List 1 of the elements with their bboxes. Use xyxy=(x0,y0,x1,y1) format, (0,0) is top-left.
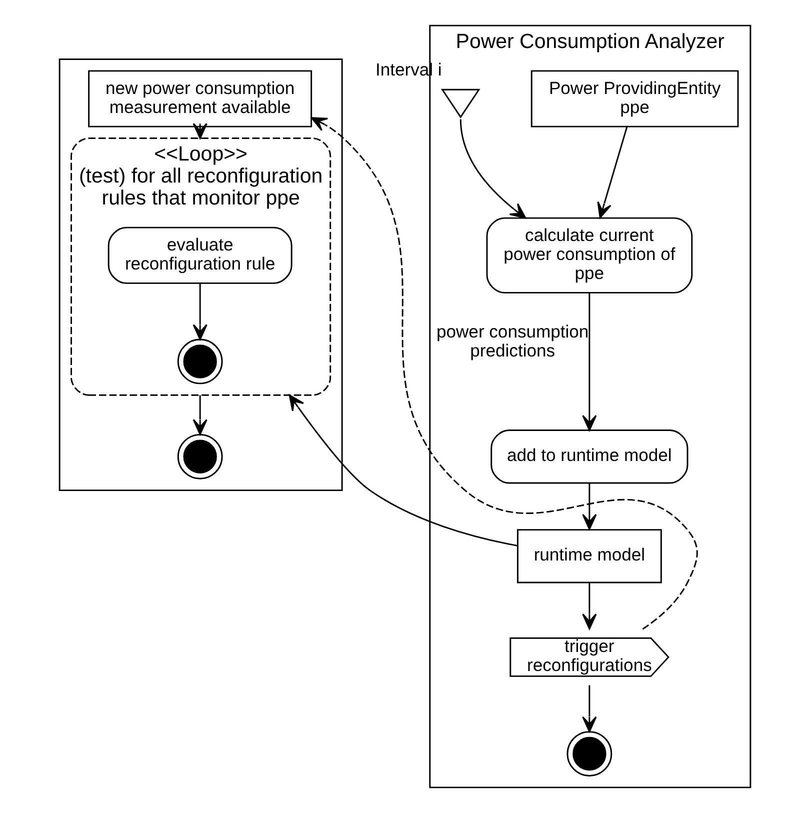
edge-label: power consumption predictions xyxy=(436,321,589,360)
